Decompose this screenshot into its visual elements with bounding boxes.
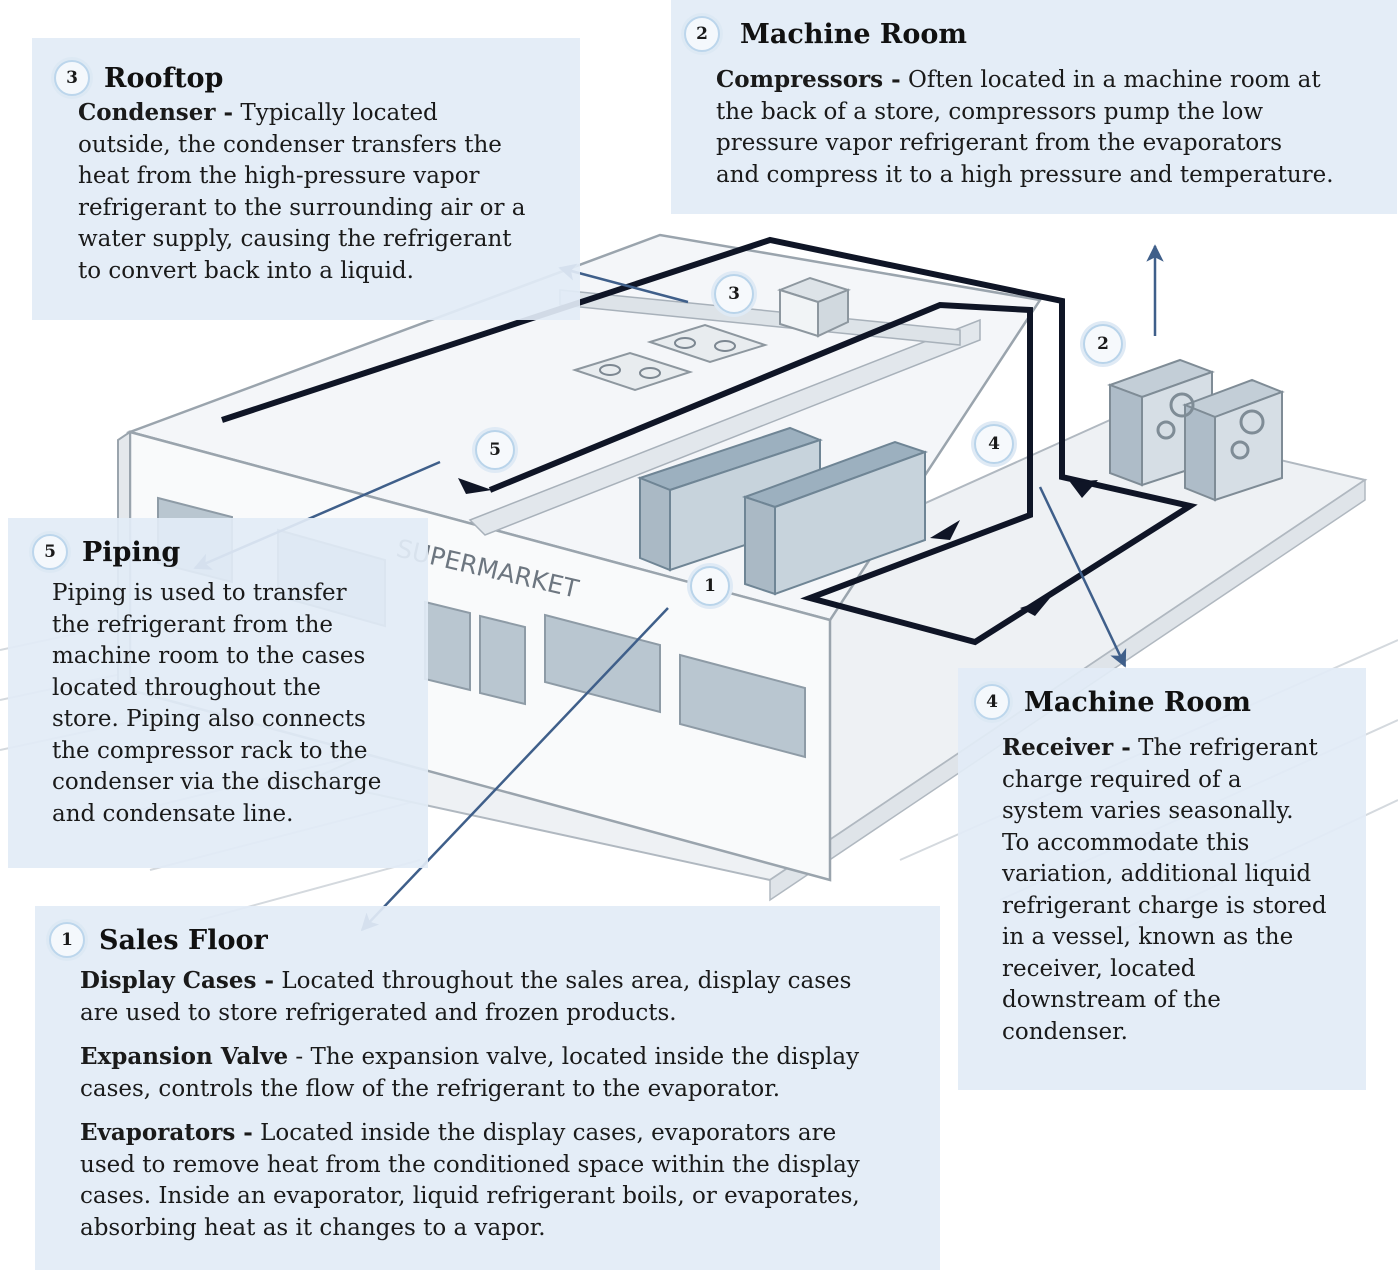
compressors-term: Compressors -	[716, 66, 901, 93]
rooftop-condensers	[571, 276, 851, 392]
machine-room-receiver-panel: 4 Machine Room Receiver - The refrigeran…	[958, 668, 1366, 1090]
panel-title: Sales Floor	[99, 924, 268, 956]
panel-number-badge: 4	[974, 684, 1010, 720]
marker-1: 1	[690, 566, 730, 606]
panel-title: Machine Room	[740, 18, 967, 50]
panel-number-badge: 5	[32, 534, 68, 570]
pipe-flow-arrows	[458, 478, 1098, 616]
display-cases-term: Display Cases -	[80, 967, 275, 994]
piping-panel: 5 Piping Piping is used to transfer the …	[8, 518, 428, 868]
marker-5: 5	[475, 430, 515, 470]
compressor-units	[1107, 358, 1285, 502]
panel-number-badge: 1	[49, 922, 85, 958]
panel-title: Piping	[82, 536, 181, 568]
receiver-description: Receiver - The refrigerant charge requir…	[1002, 734, 1327, 1045]
sales-floor-panel: 1 Sales Floor Display Cases - Located th…	[35, 906, 940, 1270]
marker-2: 2	[1083, 324, 1123, 364]
receiver-term: Receiver -	[1002, 734, 1131, 761]
machine-room-compressors-panel: 2 Machine Room Compressors - Often locat…	[671, 0, 1397, 214]
gear-icon	[1156, 392, 1265, 460]
marker-4: 4	[974, 424, 1014, 464]
display-cases-description: Display Cases - Located throughout the s…	[80, 967, 852, 1026]
rooftop-panel: 3 Rooftop Condenser - Typically located …	[32, 38, 580, 320]
condenser-fans	[599, 337, 736, 379]
panel-title: Machine Room	[1024, 686, 1251, 718]
display-cases	[637, 426, 929, 596]
compressors-description: Compressors - Often located in a machine…	[716, 66, 1334, 188]
piping-description: Piping is used to transfer the refrigera…	[52, 580, 382, 827]
evaporators-description: Evaporators - Located inside the display…	[80, 1119, 860, 1241]
marker-3: 3	[714, 274, 754, 314]
expansion-valve-term: Expansion Valve	[80, 1043, 289, 1070]
panel-number-badge: 2	[684, 16, 720, 52]
panel-title: Rooftop	[104, 62, 224, 94]
evaporators-term: Evaporators -	[80, 1119, 253, 1146]
condenser-term: Condenser -	[78, 99, 234, 126]
panel-number-badge: 3	[54, 60, 90, 96]
refrigerant-piping	[221, 236, 1198, 646]
condenser-description: Condenser - Typically located outside, t…	[78, 99, 526, 284]
expansion-valve-description: Expansion Valve - The expansion valve, l…	[80, 1043, 860, 1102]
